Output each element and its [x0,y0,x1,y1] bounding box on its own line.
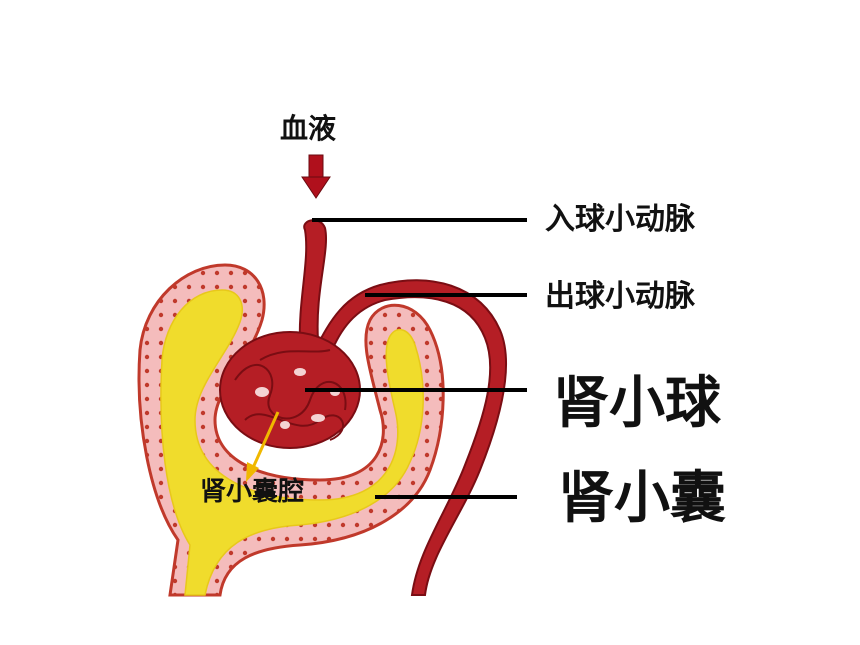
label-glomerulus: 肾小球 [553,371,722,436]
label-capsule: 肾小囊 [558,466,726,531]
capsule-cavity-arrow [246,411,280,482]
afferent-arteriole-vessel [298,219,327,347]
label-blood: 血液 [280,112,336,145]
blood-flow-arrow [301,154,331,199]
glomerulus-capillaries [219,331,361,449]
label-efferent-arteriole: 出球小动脉 [545,279,696,314]
label-afferent-arteriole: 入球小动脉 [545,202,696,237]
efferent-arteriole-vessel [313,279,508,596]
capsule-cavity-lumen [160,289,424,596]
bowmans-capsule [137,263,445,597]
label-capsule-cavity: 肾小囊腔 [200,477,304,507]
